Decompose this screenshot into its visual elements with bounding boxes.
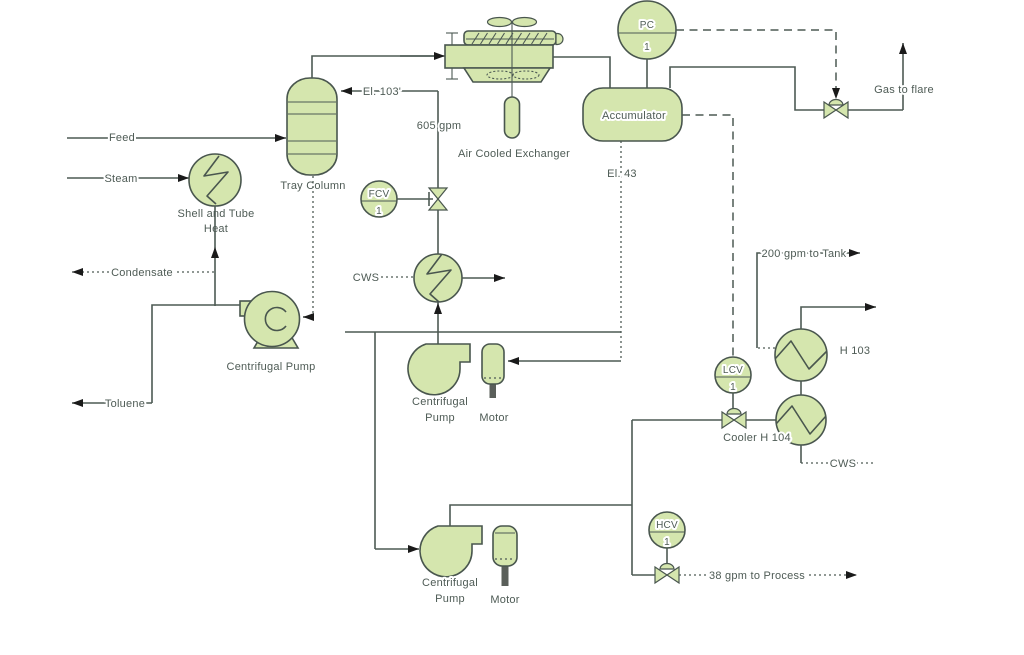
pc-signal-line	[676, 29, 840, 99]
accumulator: Accumulator	[582, 87, 683, 142]
motor-mid-label: Motor	[479, 412, 508, 424]
steam-line: Steam	[67, 171, 189, 187]
accumulator-label: Accumulator	[602, 110, 666, 122]
valve-actuator-icon	[726, 407, 742, 415]
h103-exchanger: H 103	[774, 328, 872, 382]
shell-and-tube-exchanger: Shell and Tube Heat	[176, 153, 256, 237]
condensate-label: Condensate	[111, 267, 173, 279]
gpm-605-label: 605 gpm	[417, 120, 462, 132]
cws-exchanger: CWS	[351, 253, 505, 303]
gpm-200-label: 200 gpm to Tank	[762, 248, 847, 260]
shell-tube-label-1: Shell and Tube	[178, 208, 255, 220]
cooler-h104-label: Cooler H 104	[723, 432, 791, 444]
exchanger-outlet-line	[553, 56, 611, 88]
hcv-controller: HCV 1	[648, 511, 686, 566]
column-bottoms-line	[303, 176, 314, 321]
valve-actuator-icon	[659, 562, 675, 570]
lcv-num: 1	[730, 382, 736, 393]
h103-label: H 103	[840, 345, 871, 357]
fan-blade-icon	[486, 16, 513, 28]
up-arrow	[211, 247, 219, 258]
toluene-line: Toluene	[72, 304, 240, 412]
mid-centrifugal-pump: Centrifugal Pump	[407, 343, 471, 426]
bottom-pump-discharge-line	[449, 504, 632, 526]
shell-tube-label-2: Heat	[204, 223, 228, 235]
overhead-line	[311, 52, 445, 78]
fcv-controller: FCV 1	[360, 180, 433, 219]
lcv-controller: LCV 1	[714, 356, 752, 411]
centrifugal-pump-side: Centrifugal Pump	[225, 290, 317, 375]
pc-num: 1	[644, 42, 650, 53]
hcv-tag: HCV	[656, 520, 678, 531]
fan-blade-icon	[512, 70, 540, 80]
gpm-38-label: 38 gpm to Process	[709, 570, 805, 582]
fin-hatch	[471, 32, 548, 45]
motor-bot-label: Motor	[490, 594, 519, 606]
pc-tag: PC	[640, 20, 654, 31]
pump-mid-label-2: Pump	[425, 412, 455, 424]
pc-controller: PC 1	[617, 0, 677, 88]
h103-outlet-line	[800, 303, 876, 329]
pump-bot-label-1: Centrifugal	[422, 577, 478, 589]
el103-label: El. 103'	[363, 86, 401, 98]
lcv-valve	[721, 407, 747, 430]
mid-motor: Motor	[477, 343, 511, 426]
el103-reflux-line: El. 103' 605 gpm	[341, 84, 463, 188]
el43-label: El. 43	[607, 168, 637, 180]
flare-valve	[823, 98, 849, 120]
hcv-num: 1	[664, 537, 670, 548]
tube-end-cap	[555, 32, 564, 46]
fan-blade-icon	[511, 16, 538, 28]
air-cooled-exchanger-label: Air Cooled Exchanger	[458, 148, 570, 160]
lcv-signal-line	[682, 114, 734, 356]
gas-to-flare-line: Gas to flare	[669, 43, 936, 111]
hcv-valve	[654, 562, 680, 585]
up-arrow	[434, 303, 442, 314]
valve-actuator-icon	[828, 98, 844, 106]
feed-label: Feed	[109, 132, 135, 144]
fcv-tag: FCV	[369, 189, 390, 200]
cws-right-line: CWS	[800, 445, 875, 472]
steam-label: Steam	[104, 173, 137, 185]
air-cooled-exchanger: Air Cooled Exchanger	[444, 16, 572, 162]
process-outlet-line: 38 gpm to Process	[632, 568, 857, 584]
tank-line: 200 gpm to Tank	[756, 246, 860, 349]
condensate-line: Condensate	[72, 206, 219, 306]
toluene-label: Toluene	[105, 398, 145, 410]
tray-column: Tray Column	[278, 77, 347, 194]
pump-left-label: Centrifugal Pump	[227, 361, 316, 373]
h104-cooler: Cooler H 104	[721, 394, 827, 446]
bottom-pump-suction-line	[374, 332, 419, 553]
fcv-num: 1	[376, 206, 382, 217]
gas-to-flare-label: Gas to flare	[874, 84, 934, 96]
cws-left-label: CWS	[353, 272, 379, 284]
pump-to-cooler-line	[434, 302, 442, 344]
feed-line: Feed	[67, 130, 286, 146]
pump-mid-label-1: Centrifugal	[412, 396, 468, 408]
cws-right-label: CWS	[830, 458, 856, 470]
impeller-icon	[264, 306, 287, 332]
fan-motor	[503, 96, 521, 139]
el43-line: El. 43	[508, 141, 639, 365]
bottom-motor: Motor	[488, 525, 522, 608]
bottom-centrifugal-pump: Centrifugal Pump	[419, 525, 483, 607]
lcv-tag: LCV	[723, 365, 743, 376]
pump-bot-label-2: Pump	[435, 593, 465, 605]
